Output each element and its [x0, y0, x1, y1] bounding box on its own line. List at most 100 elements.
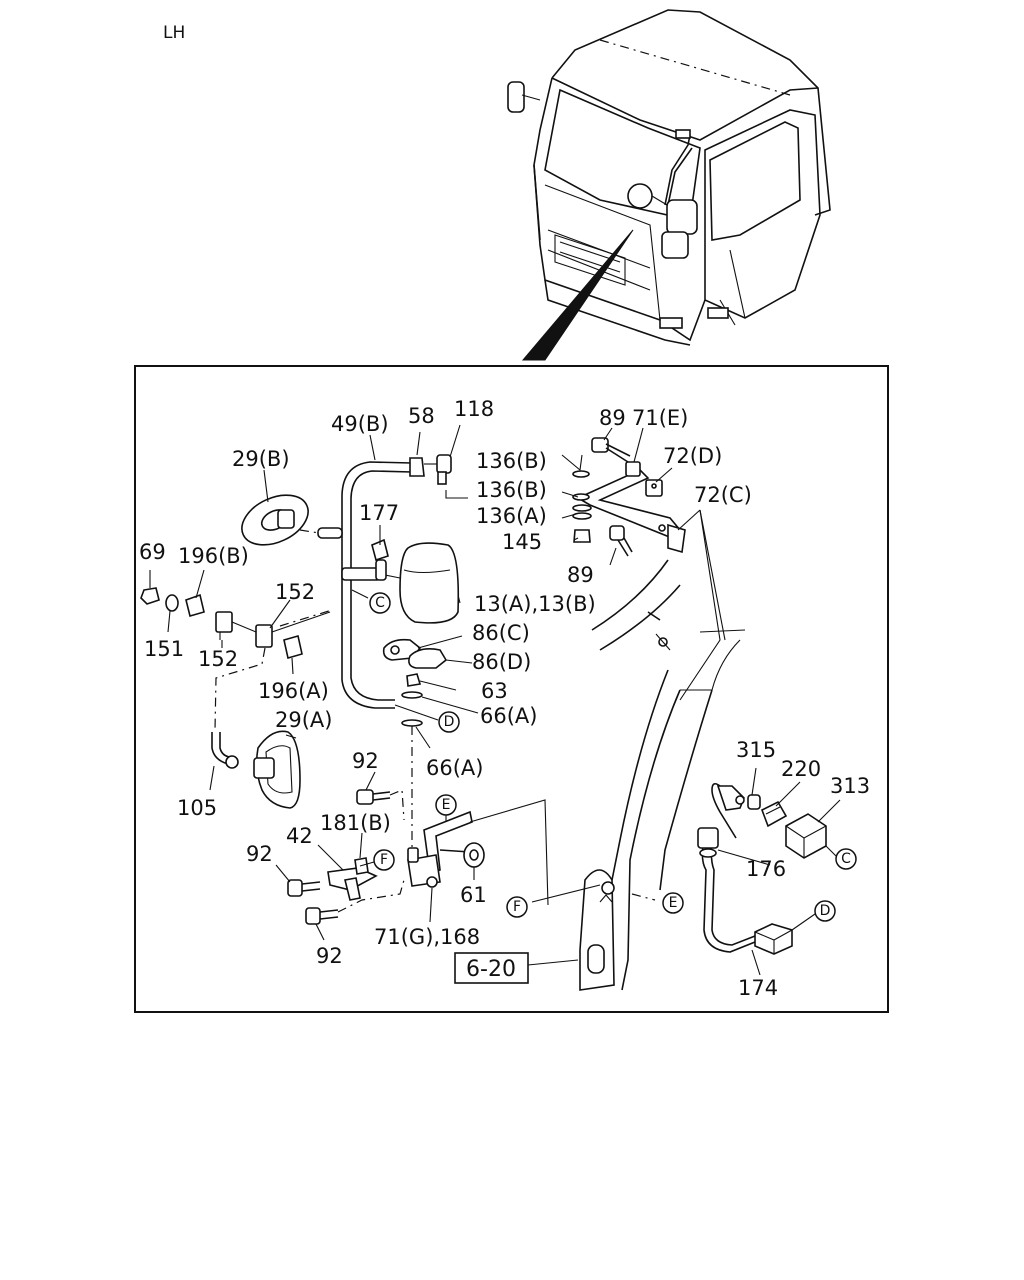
callout-49b: 49(B)	[331, 412, 389, 436]
callout-313: 313	[830, 774, 870, 798]
part-71e-bracket	[576, 461, 686, 554]
callout-61: 61	[460, 883, 487, 907]
guide-e-dash	[631, 893, 656, 901]
callout-72d: 72(D)	[663, 444, 722, 468]
reference-box[interactable]: 6-20	[454, 952, 529, 984]
svg-text:D: D	[444, 714, 455, 730]
truck-cab-illustration	[507, 9, 831, 346]
part-63-nut	[406, 673, 422, 687]
connector-f-2: F	[506, 896, 528, 918]
callout-176: 176	[746, 857, 786, 881]
connector-c-2: C	[825, 845, 857, 870]
part-220-seal	[760, 800, 788, 828]
part-86d-cover	[408, 648, 448, 669]
callout-71g-168: 71(G),168	[374, 925, 480, 949]
callout-29b: 29(B)	[232, 447, 290, 471]
part-71g-bracket	[407, 810, 473, 888]
callout-105: 105	[177, 796, 217, 820]
detail-pointer	[521, 229, 634, 361]
callout-145: 145	[502, 530, 542, 554]
callout-152-top: 152	[275, 580, 315, 604]
callout-136b-1: 136(B)	[476, 449, 547, 473]
part-29b-gasket	[241, 494, 343, 546]
part-151-washer	[165, 594, 179, 612]
centerline-92	[389, 789, 405, 821]
part-89-bolt-top	[591, 437, 631, 463]
callout-220: 220	[781, 757, 821, 781]
part-136-washers	[572, 470, 592, 520]
reference-label[interactable]: 6-20	[466, 957, 516, 982]
part-145-nut	[573, 529, 591, 543]
part-92-bolt-1	[356, 789, 391, 805]
callout-315: 315	[736, 738, 776, 762]
callout-136b-2: 136(B)	[476, 478, 547, 502]
part-196a-clip	[283, 634, 303, 660]
part-174-connector	[754, 923, 793, 955]
svg-text:E: E	[669, 895, 678, 911]
part-89-bolt-bottom	[609, 525, 633, 557]
callout-63: 63	[481, 679, 508, 703]
callout-66a-1: 66(A)	[480, 704, 537, 728]
svg-text:C: C	[841, 851, 851, 867]
callout-72c: 72(C)	[694, 483, 752, 507]
callout-66a-2: 66(A)	[426, 756, 483, 780]
centerline-lower	[214, 647, 266, 731]
svg-text:F: F	[380, 852, 388, 868]
part-177-clip	[371, 538, 389, 581]
part-42-bracket	[327, 867, 378, 901]
part-152-clip-b	[255, 609, 333, 648]
centerline-bracket	[337, 879, 405, 913]
part-66a-washer-2	[401, 719, 423, 727]
connector-f-1: F	[359, 849, 395, 871]
callout-86c: 86(C)	[472, 621, 530, 645]
part-152-clip-a	[215, 611, 257, 640]
part-176-harness	[697, 782, 756, 953]
callout-89-bottom: 89	[567, 563, 594, 587]
callout-151: 151	[144, 637, 184, 661]
svg-text:D: D	[820, 903, 831, 919]
callout-196b: 196(B)	[178, 544, 249, 568]
callout-92-1: 92	[352, 749, 379, 773]
callout-29a: 29(A)	[275, 708, 332, 732]
callout-labels: 89 71(E) 72(D) 72(C) 136(B) 136(B) 136(A…	[139, 397, 870, 1000]
callout-118: 118	[454, 397, 494, 421]
svg-text:C: C	[375, 595, 385, 611]
part-118-bolt	[424, 454, 452, 485]
part-69-nut	[140, 587, 160, 605]
svg-text:E: E	[442, 797, 451, 813]
part-105-harness	[211, 732, 239, 769]
callout-92-3: 92	[316, 944, 343, 968]
connector-c-1: C	[351, 589, 391, 614]
callout-136a: 136(A)	[476, 504, 547, 528]
svg-text:F: F	[513, 899, 521, 915]
callout-152-bottom: 152	[198, 647, 238, 671]
cab-pillar-outline	[579, 559, 746, 991]
callout-86d: 86(D)	[472, 650, 531, 674]
guide-f-line	[531, 884, 601, 903]
part-29a-gasket	[253, 730, 301, 809]
part-92-bolt-2	[287, 879, 321, 897]
callout-71e: 71(E)	[632, 406, 688, 430]
callout-177: 177	[359, 501, 399, 525]
connector-e-1: E	[435, 794, 457, 822]
part-315-connector	[716, 785, 761, 811]
view-label: LH	[163, 23, 185, 43]
callout-58: 58	[408, 404, 435, 428]
callout-13: 13(A),13(B)	[474, 592, 596, 616]
connector-e-2: E	[662, 892, 684, 914]
callout-181b: 181(B)	[320, 811, 391, 835]
mirror-stay-tube	[341, 461, 413, 709]
guide-e-line	[469, 799, 549, 906]
callout-174: 174	[738, 976, 778, 1000]
callout-42: 42	[286, 824, 313, 848]
connector-d-1: D	[394, 704, 460, 733]
part-58-nut	[409, 457, 425, 477]
part-61-nut	[463, 842, 485, 868]
part-196b-clip	[185, 593, 205, 617]
detail-frame	[134, 365, 889, 1013]
part-13-mirror	[341, 542, 460, 624]
callout-196a: 196(A)	[258, 679, 329, 703]
callout-92-2: 92	[246, 842, 273, 866]
callout-89-top: 89	[599, 406, 626, 430]
